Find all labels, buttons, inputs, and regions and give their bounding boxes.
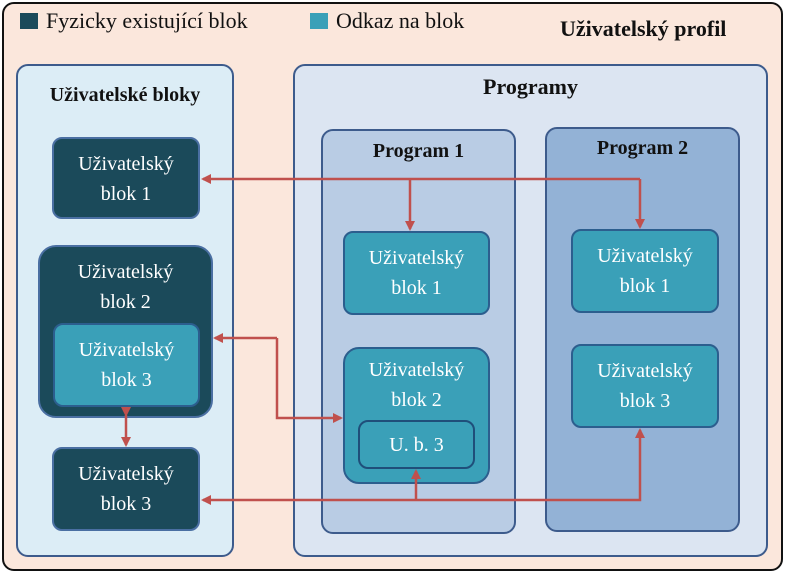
program-1-block-2-line1: Uživatelský bbox=[368, 359, 465, 381]
legend-reference-swatch bbox=[310, 13, 328, 29]
program-2-block-1-line2: blok 1 bbox=[619, 275, 671, 297]
program-2-title: Program 2 bbox=[596, 137, 689, 159]
legend-physical-label: Fyzicky existující blok bbox=[46, 8, 248, 33]
legend-physical-swatch bbox=[20, 13, 38, 29]
user-block-3: Uživatelský blok 3 bbox=[52, 447, 200, 531]
program-1-block-2-inner-ub3: U. b. 3 bbox=[358, 420, 475, 469]
user-block-2-inner-block-3: Uživatelský blok 3 bbox=[53, 323, 200, 407]
user-block-1-line2: blok 1 bbox=[100, 183, 152, 205]
programs-title: Programy bbox=[483, 74, 578, 99]
user-blocks-title: Uživatelské bloky bbox=[49, 84, 201, 106]
user-block-1-line1: Uživatelský bbox=[78, 153, 174, 175]
program-1-title: Program 1 bbox=[372, 140, 465, 162]
program-1-block-1-line2: blok 1 bbox=[391, 277, 442, 299]
program-2-panel bbox=[545, 127, 740, 532]
profile-title: Uživatelský profil bbox=[560, 16, 727, 41]
user-block-2-inner-line1: Uživatelský bbox=[78, 339, 175, 361]
user-block-2-line1: Uživatelský bbox=[77, 261, 174, 283]
user-block-3-line2: blok 3 bbox=[100, 493, 152, 515]
program-2-block-1: Uživatelský blok 1 bbox=[571, 229, 719, 313]
legend-reference: Odkaz na blok bbox=[310, 8, 464, 34]
legend-reference-label: Odkaz na blok bbox=[336, 8, 465, 33]
program-2-block-3-line1: Uživatelský bbox=[597, 360, 693, 382]
user-block-3-line1: Uživatelský bbox=[78, 463, 174, 485]
user-block-2-line2: blok 2 bbox=[100, 291, 151, 313]
program-2-block-3: Uživatelský blok 3 bbox=[571, 344, 719, 428]
program-1-block-2-inner-label: U. b. 3 bbox=[389, 433, 444, 456]
program-1-block-2-line2: blok 2 bbox=[391, 389, 442, 411]
program-1-block-1-line1: Uživatelský bbox=[368, 247, 465, 269]
user-block-2-inner-line2: blok 3 bbox=[101, 369, 152, 391]
program-1-block-1: Uživatelský blok 1 bbox=[343, 231, 490, 315]
user-block-1: Uživatelský blok 1 bbox=[52, 137, 200, 219]
legend-physical: Fyzicky existující blok bbox=[20, 8, 248, 34]
program-2-block-1-line1: Uživatelský bbox=[597, 245, 693, 267]
program-2-block-3-line2: blok 3 bbox=[619, 390, 671, 412]
